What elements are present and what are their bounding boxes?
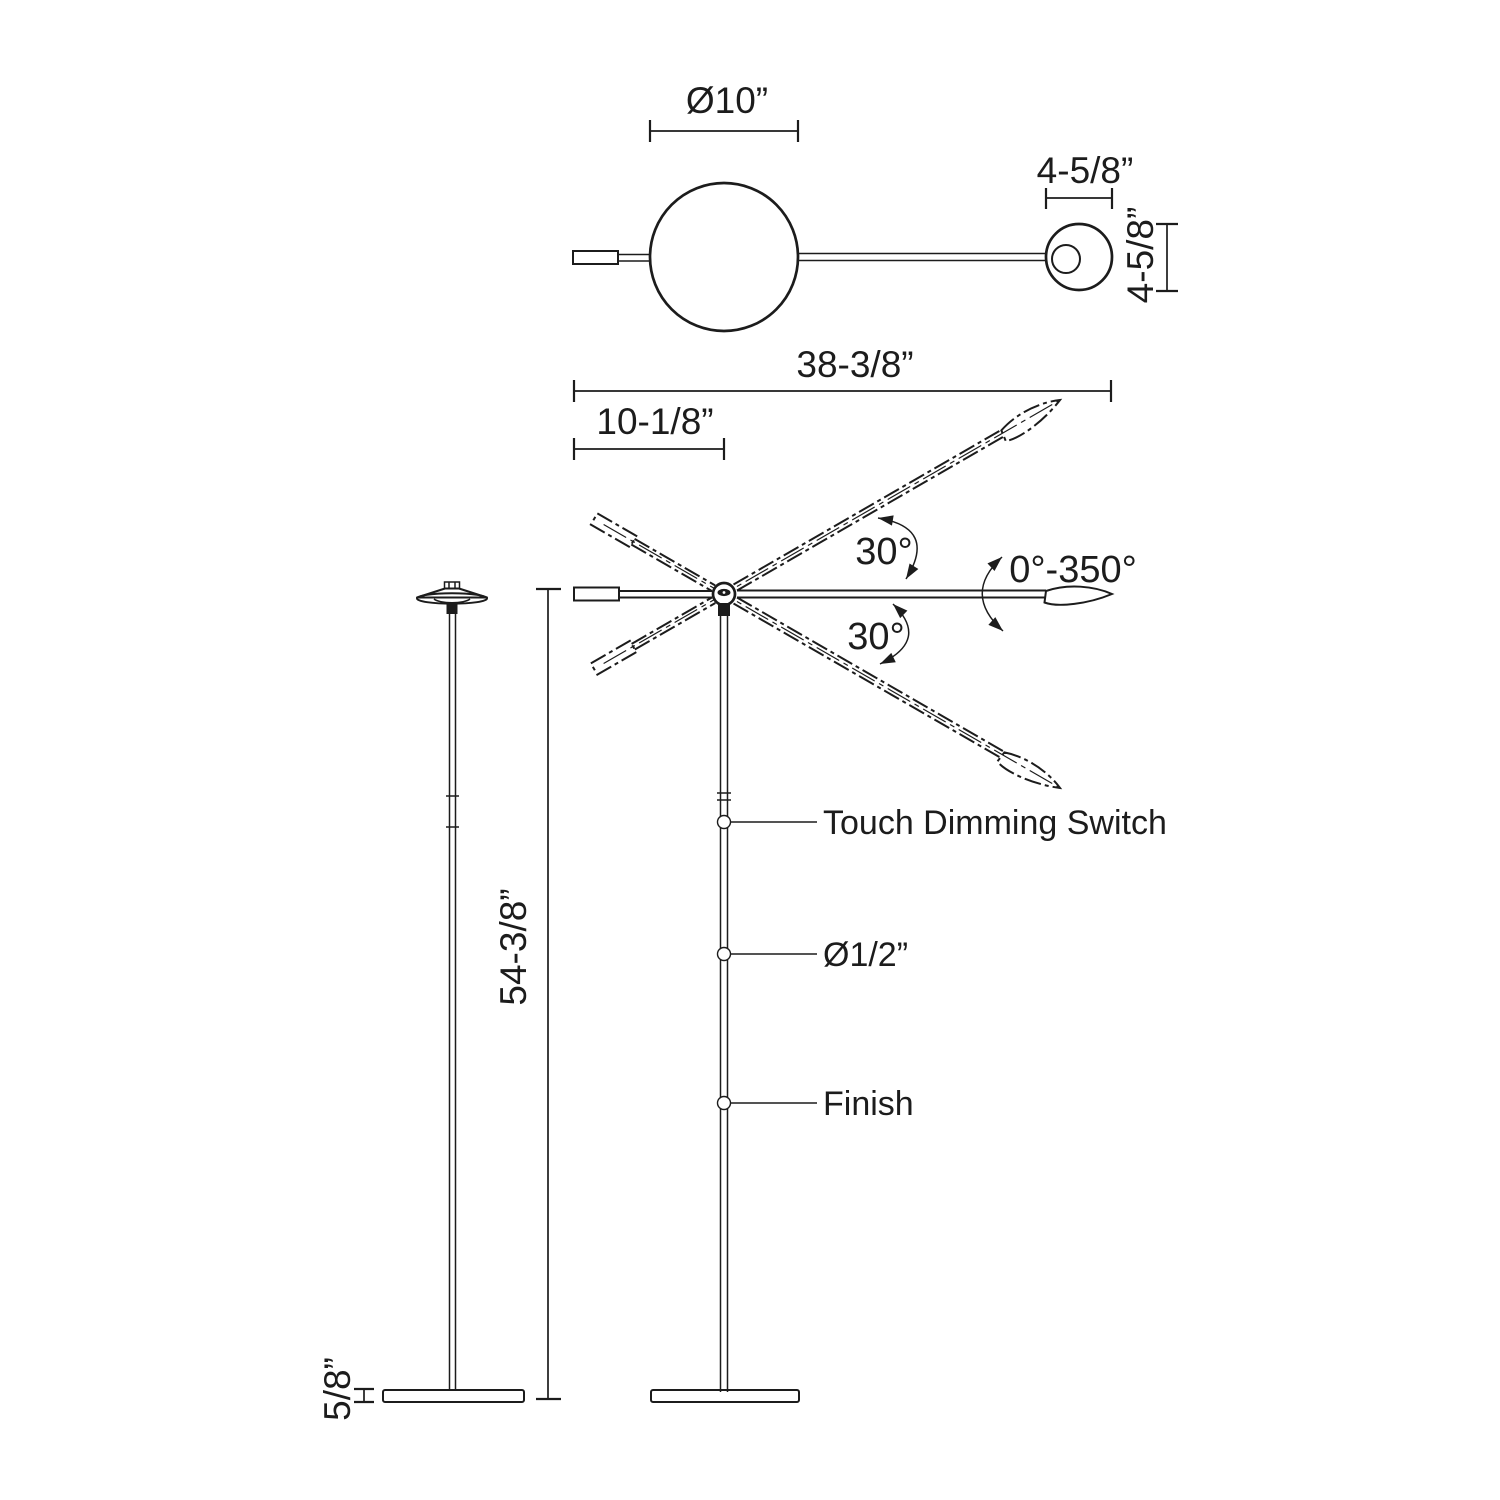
- tilt-up-annotation: 30°: [855, 512, 919, 583]
- front-base: [650, 1389, 800, 1403]
- finish-label: Finish: [823, 1085, 914, 1123]
- tilt-down-annotation: 30°: [847, 599, 910, 670]
- overall-length-dimension: [572, 380, 1113, 402]
- finish-callout: Finish: [716, 1085, 914, 1123]
- overall-height-dimension: 54-3/8”: [493, 587, 561, 1401]
- front-pole: [717, 616, 731, 1392]
- handle-top: [572, 250, 651, 265]
- side-pole: [446, 614, 459, 1390]
- aux-head-top: [1044, 222, 1114, 292]
- handle-length-label: 10-1/8”: [596, 401, 713, 442]
- touch-switch-callout: Touch Dimming Switch: [716, 804, 1167, 842]
- head-diameter-label: Ø10”: [686, 80, 768, 121]
- touch-switch-label: Touch Dimming Switch: [823, 804, 1167, 842]
- overall-height-label: 54-3/8”: [493, 888, 534, 1005]
- arm-tilted-down: [589, 512, 1065, 799]
- arm-rod-top: [798, 252, 1047, 262]
- side-base: [382, 1389, 525, 1403]
- tilt-down-angle-label: 30°: [847, 616, 904, 658]
- pole-diameter-label: Ø1/2”: [823, 936, 908, 974]
- rotation-range-label: 0°-350°: [1009, 549, 1137, 591]
- head-diameter-dimension: [648, 120, 800, 142]
- aux-head-width-dimension: [1044, 188, 1114, 209]
- base-thickness-label: 5/8”: [317, 1357, 358, 1421]
- pivot-knuckle: [711, 581, 737, 616]
- aux-head-height-dimension: [1156, 222, 1178, 293]
- handle-length-dimension: [572, 438, 726, 460]
- tilt-up-angle-label: 30°: [855, 531, 912, 573]
- arm-tilted-up: [589, 392, 1067, 676]
- side-elevation: 54-3/8” 5/8”: [317, 581, 561, 1421]
- top-view: Ø10” 4-5/8” 4-5/8”: [572, 80, 1178, 460]
- overall-length-label: 38-3/8”: [796, 344, 913, 385]
- pole-diameter-callout: Ø1/2”: [716, 936, 908, 974]
- main-shade-top: [648, 181, 800, 333]
- aux-head-height-label: 4-5/8”: [1120, 207, 1161, 304]
- base-thickness-dimension: 5/8”: [317, 1357, 374, 1421]
- rotation-range-annotation: 0°-350°: [981, 549, 1137, 636]
- aux-head-width-label: 4-5/8”: [1037, 150, 1134, 191]
- side-lamp-head: [416, 581, 488, 614]
- articulation-view: 30° 30° 0°-350°: [573, 392, 1167, 1403]
